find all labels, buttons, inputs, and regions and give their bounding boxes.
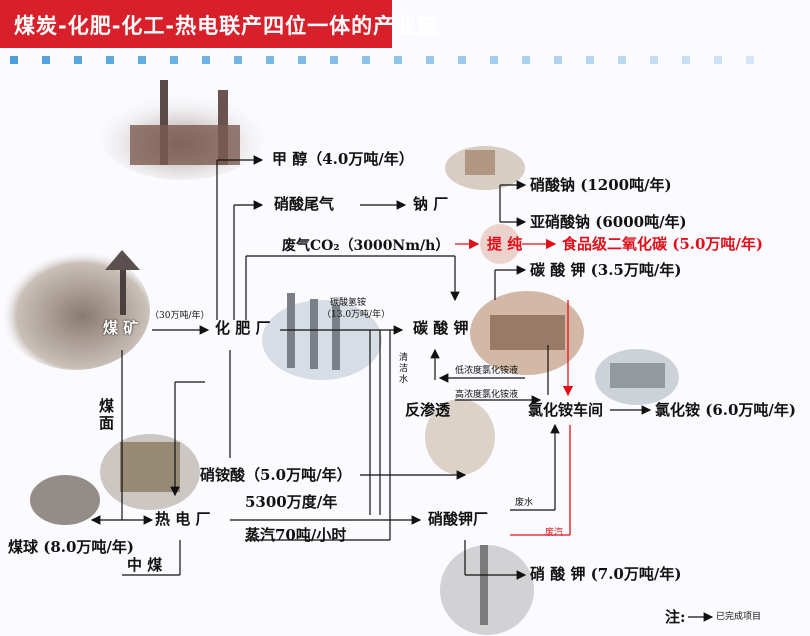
decorative-square <box>458 56 466 64</box>
potassium-nitrate-plant-label: 硝酸钾厂 <box>428 510 489 528</box>
food-co2-label: 食品级二氧化碳 (5.0万吨/年) <box>562 235 763 253</box>
decorative-square <box>234 56 242 64</box>
reverse-osmosis-photo <box>425 399 495 475</box>
potassium-carbonate-out-label: 碳 酸 钾 (3.5万吨/年) <box>530 261 682 279</box>
purify-bubble <box>480 224 520 264</box>
coal-mine-label: 煤 矿 <box>103 319 139 337</box>
potassium-nitrate-photo <box>440 545 534 635</box>
diagram-title: 煤炭-化肥-化工-热电联产四位一体的产业链 <box>14 14 440 38</box>
decorative-square <box>522 56 530 64</box>
sodium-nitrate-label: 硝酸钠 (1200吨/年) <box>530 176 672 194</box>
decorative-square <box>170 56 178 64</box>
ammonium-chloride-photo <box>595 349 679 405</box>
coal-fines-label: 煤面 <box>97 398 115 432</box>
potassium-carbonate-photo <box>470 291 584 375</box>
decorative-square <box>362 56 370 64</box>
decorative-square <box>714 56 722 64</box>
ammonium-chloride-workshop-label: 氯化铵车间 <box>528 401 604 419</box>
potassium-carbonate-node: 碳 酸 钾 <box>413 319 469 337</box>
decorative-square <box>682 56 690 64</box>
decorative-square <box>298 56 306 64</box>
ammonium-chloride-out-label: 氯化铵 (6.0万吨/年) <box>655 401 796 419</box>
waste-steam-label: 废汽 <box>545 528 564 538</box>
decorative-square <box>10 56 18 64</box>
methanol-label: 甲 醇（4.0万吨/年） <box>272 150 414 168</box>
sodium-plant-photo <box>445 146 525 190</box>
medium-coal-label: 中 煤 <box>127 556 163 574</box>
ammonium-nitrate-label: 硝铵酸（5.0万吨/年） <box>200 466 352 484</box>
decorative-square <box>202 56 210 64</box>
sodium-nitrite-label: 亚硝酸钠 (6000吨/年) <box>530 213 687 231</box>
coal-mine-photo <box>0 250 150 370</box>
coal-briquette-label: 煤球 (8.0万吨/年) <box>8 538 134 556</box>
steam-label: 蒸汽70吨/小时 <box>245 526 347 544</box>
decorative-square <box>586 56 594 64</box>
coal-rate-label: （30万吨/年） <box>150 311 210 321</box>
waste-co2-label: 废气CO₂（3000Nm/h） <box>282 238 450 254</box>
legend-note-label: 注: <box>665 608 686 626</box>
ammonium-bicarbonate-rate-label: （13.0万吨/年） <box>322 310 391 320</box>
purify-label: 提 纯 <box>487 235 523 253</box>
high-ammonium-chloride-label: 高浓度氯化铵液 <box>455 390 519 400</box>
decorative-square <box>426 56 434 64</box>
methanol-plant-photo <box>100 80 264 180</box>
low-ammonium-chloride-label: 低浓度氯化铵液 <box>455 366 519 376</box>
fertilizer-plant-label: 化 肥 厂 <box>215 319 271 337</box>
nitric-tail-gas-label: 硝酸尾气 <box>274 195 335 213</box>
legend-arrow-desc: 已完成项目 <box>716 612 762 622</box>
decorative-square <box>42 56 50 64</box>
decorative-square <box>554 56 562 64</box>
title-banner: 煤炭-化肥-化工-热电联产四位一体的产业链 <box>0 0 438 48</box>
sodium-plant-label: 钠 厂 <box>413 195 449 213</box>
briquette-photo <box>30 475 100 525</box>
waste-water-label: 废水 <box>515 498 534 508</box>
decorative-square <box>394 56 402 64</box>
decorative-square <box>490 56 498 64</box>
decorative-square <box>746 56 754 64</box>
potassium-nitrate-out-label: 硝 酸 钾 (7.0万吨/年) <box>530 565 682 583</box>
decorative-square <box>266 56 274 64</box>
power-plant-label: 热 电 厂 <box>155 510 211 528</box>
reverse-osmosis-label: 反渗透 <box>405 401 451 419</box>
decorative-square <box>106 56 114 64</box>
electricity-label: 5300万度/年 <box>245 493 338 511</box>
ammonium-bicarbonate-label: 碳酸氢铵 <box>330 298 367 308</box>
decorative-square-row <box>0 56 790 70</box>
decorative-square <box>650 56 658 64</box>
decorative-square <box>330 56 338 64</box>
decorative-square <box>618 56 626 64</box>
decorative-square <box>74 56 82 64</box>
clean-water-label: 清洁水 <box>397 352 407 385</box>
decorative-square <box>138 56 146 64</box>
